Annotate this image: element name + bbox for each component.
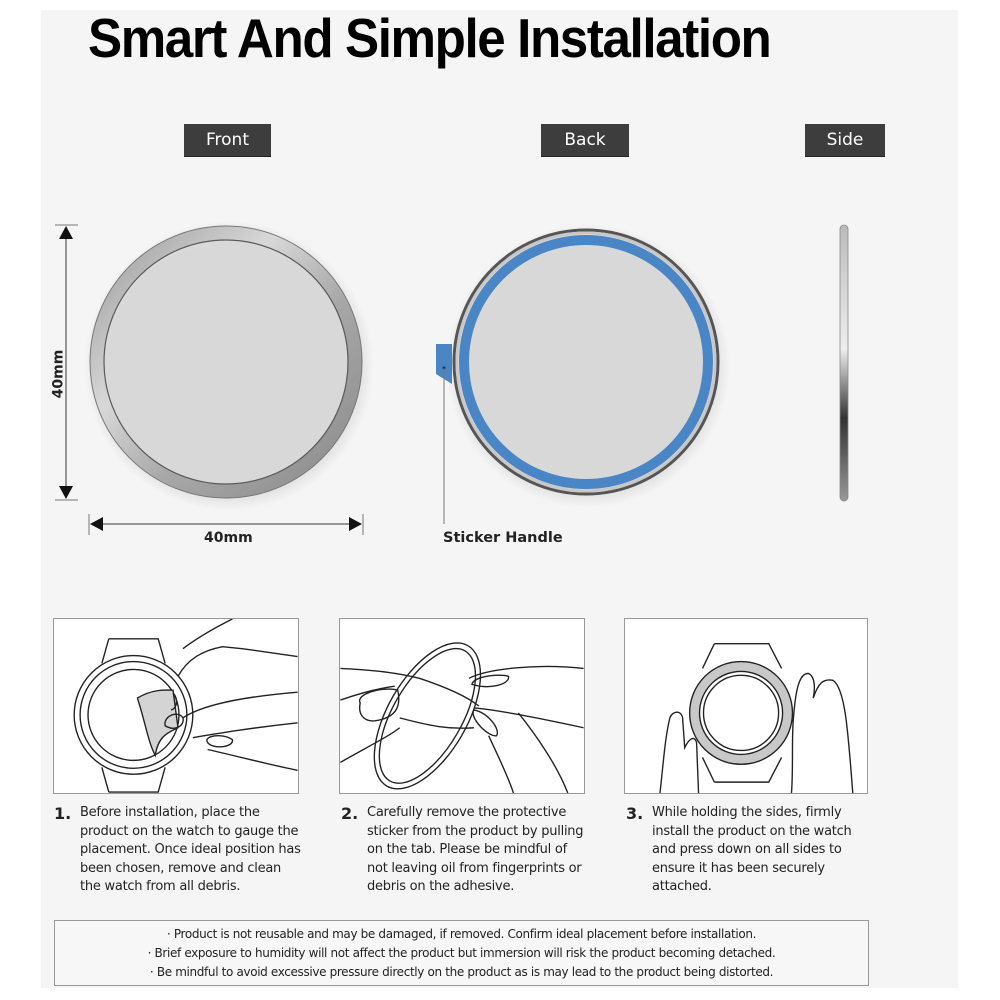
label-side: Side (805, 124, 885, 157)
sticker-handle-label: Sticker Handle (443, 530, 563, 546)
step-3-illustration (624, 618, 868, 794)
step-description: Before installation, place the product o… (80, 805, 301, 895)
note-item: · Brief exposure to humidity will not af… (147, 945, 776, 960)
note-item: · Product is not reusable and may be dam… (166, 926, 757, 941)
front-ring-icon (84, 221, 374, 511)
step-2-text: 2. Carefully remove the protective stick… (341, 804, 591, 897)
step-number: 2. (341, 804, 359, 823)
caution-notes: · Product is not reusable and may be dam… (54, 920, 869, 986)
width-label: 40mm (204, 530, 253, 546)
wiping-watch-icon (73, 619, 298, 793)
step-number: 3. (626, 804, 644, 823)
step-2-illustration (339, 618, 585, 794)
side-ring-icon (839, 224, 849, 502)
label-front: Front (184, 124, 271, 157)
height-label: 40mm (50, 349, 67, 399)
step-1-illustration (53, 618, 299, 794)
product-illustrations (55, 221, 849, 535)
step-1-text: 1. Before installation, place the produc… (54, 804, 304, 897)
page-title: Smart And Simple Installation (88, 7, 772, 69)
step-number: 1. (54, 804, 72, 823)
peeling-sticker-icon (340, 642, 584, 793)
label-back: Back (541, 124, 629, 157)
step-description: Carefully remove the protective sticker … (367, 805, 584, 895)
pressing-ring-icon (659, 643, 854, 793)
height-dimension-arrow (55, 224, 78, 501)
sticker-handle-tab (436, 344, 452, 384)
note-item: · Be mindful to avoid excessive pressure… (149, 964, 774, 979)
step-3-text: 3. While holding the sides, firmly insta… (626, 804, 876, 897)
width-dimension-arrow (88, 514, 364, 535)
step-description: While holding the sides, firmly install … (652, 805, 852, 895)
back-ring-icon (436, 224, 730, 524)
